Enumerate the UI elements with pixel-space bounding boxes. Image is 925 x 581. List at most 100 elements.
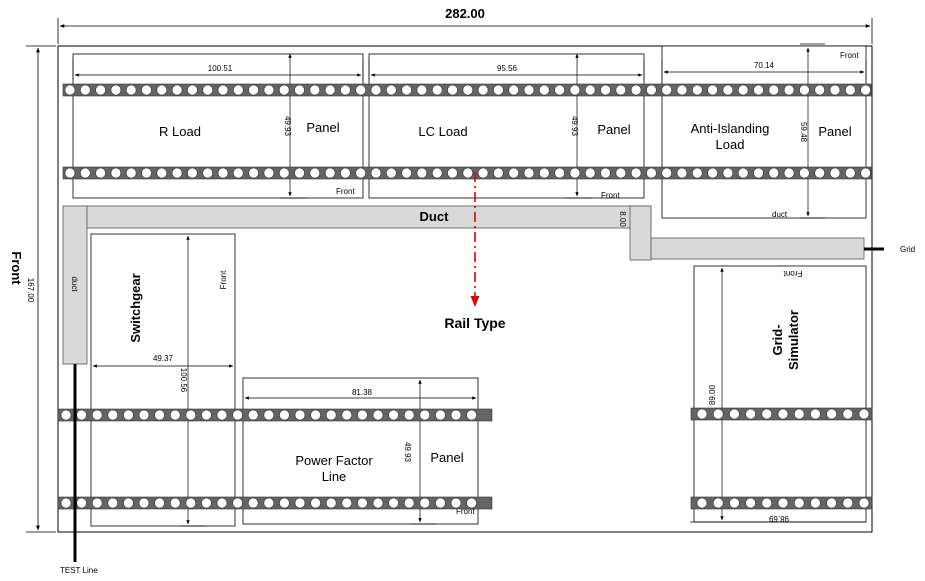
rail-top-2-hole: [860, 167, 871, 179]
rail-top-2-hole: [538, 167, 550, 179]
rail-bottom-left-1-hole: [279, 409, 290, 421]
r-load-height-label: 49.93: [283, 116, 292, 137]
rail-bottom-right-2-hole: [712, 497, 724, 509]
anti-islanding-box: [661, 45, 867, 219]
rail-bar-bottom-left-2: [57, 496, 493, 510]
r-load-panel-label: Panel: [306, 120, 339, 135]
rail-bar-bottom-left-1: [57, 408, 493, 422]
switchgear-width-label: 49.37: [153, 354, 174, 363]
rail-bottom-left-1-hole: [123, 409, 134, 421]
rail-bottom-right-2-hole: [745, 497, 756, 509]
rail-bottom-right-1-hole: [826, 408, 837, 420]
rail-bottom-left-1-hole: [388, 409, 399, 421]
rail-top-1-hole: [309, 84, 321, 96]
rail-bottom-left-2-hole: [107, 497, 119, 509]
rail-bottom-right-2-hole: [858, 497, 870, 509]
rail-bottom-right-1-hole: [729, 408, 740, 420]
rail-bottom-left-2-hole: [60, 497, 72, 509]
rail-top-2-hole: [646, 167, 657, 179]
rail-bottom-left-2-hole: [138, 497, 150, 509]
rail-top-2-hole: [340, 167, 351, 179]
rail-bottom-right-1-hole: [793, 408, 805, 420]
rail-top-2-hole: [401, 167, 412, 179]
rail-top-2-hole: [844, 167, 856, 179]
rail-bottom-left-2-hole: [450, 497, 462, 509]
r-load-name: R Load: [159, 124, 201, 139]
rail-top-2-hole: [355, 167, 367, 179]
rail-bottom-left-2-hole: [403, 497, 415, 509]
rail-top-2-hole: [416, 167, 428, 179]
overall-height-label: 167.00: [26, 278, 35, 303]
rail-top-2-hole: [615, 167, 627, 179]
rail-top-2-hole: [309, 167, 321, 179]
rail-top-1-hole: [233, 84, 244, 96]
duct-elbow: [629, 205, 652, 261]
rail-top-2-hole: [661, 167, 673, 179]
rail-top-1-hole: [248, 84, 259, 96]
rail-bottom-right-1-hole: [777, 408, 789, 420]
rail-bottom-left-2-hole: [154, 497, 165, 509]
rail-bottom-right-2-hole: [761, 497, 773, 509]
overall-width-dimension: 282.00: [57, 6, 873, 44]
rail-top-1-hole: [554, 84, 565, 96]
rail-top-1-hole: [844, 84, 856, 96]
rail-top-2-hole: [814, 167, 826, 179]
rail-bottom-left-1-hole: [76, 409, 87, 421]
rail-top-2-hole: [370, 167, 382, 179]
rail-top-1-hole: [676, 84, 688, 96]
rail-bottom-left-2-hole: [91, 497, 103, 509]
grid-sim-name-line2: Simulator: [786, 310, 801, 370]
switchgear-unit: 49.37 100.56 Switchgear Front: [90, 233, 236, 527]
rail-bottom-left-1-hole: [91, 409, 103, 421]
rail-top-1-hole: [615, 84, 627, 96]
rail-top-1-hole: [462, 84, 474, 96]
rail-top-1-hole: [355, 84, 367, 96]
rail-top-2-hole: [156, 167, 168, 179]
rail-top-1-hole: [416, 84, 428, 96]
lc-load-width-label: 95.56: [497, 64, 518, 73]
rail-top-2-hole: [171, 167, 183, 179]
rail-top-1-hole: [768, 84, 780, 96]
rail-top-1-hole: [156, 84, 168, 96]
rail-top-1-hole: [783, 84, 795, 96]
rail-top-2-hole: [462, 167, 474, 179]
rail-bottom-left-2-hole: [216, 497, 228, 509]
rail-bottom-left-1-hole: [247, 409, 259, 421]
rail-top-2-hole: [187, 167, 198, 179]
front-side-label: Front: [9, 251, 24, 285]
rail-bottom-left-2-hole: [263, 497, 275, 509]
grid-sim-name-line1: Grid-: [770, 324, 785, 355]
rail-bottom-left-1-hole: [201, 409, 212, 421]
grid-sim-box: [693, 265, 867, 523]
grid-sim-front-label: Front: [783, 269, 802, 278]
grid-sim-width-label: 98.69: [768, 514, 789, 523]
rail-top-1-hole: [569, 84, 581, 96]
rail-bottom-left-1-hole: [294, 409, 306, 421]
rail-bottom-left-2-hole: [435, 497, 446, 509]
lc-load-front-label: Front: [601, 191, 620, 200]
rail-bottom-right-2-hole: [810, 497, 821, 509]
r-load-width-label: 100.51: [208, 64, 233, 73]
rail-bottom-left-2-hole: [185, 497, 197, 509]
rail-top-2-hole: [64, 167, 76, 179]
rail-bottom-left-1-hole: [341, 409, 353, 421]
rail-top-2-hole: [600, 167, 611, 179]
rail-bottom-left-1-hole: [372, 409, 384, 421]
rail-top-2-hole: [385, 167, 397, 179]
rail-top-1-hole: [508, 84, 520, 96]
pfl-panel-label: Panel: [430, 450, 463, 465]
rail-top-1-hole: [187, 84, 198, 96]
rail-top-1-hole: [431, 84, 443, 96]
rail-top-1-hole: [829, 84, 841, 96]
rail-bottom-left-2-hole: [279, 497, 290, 509]
grid-sim-height-label: 89.00: [708, 384, 717, 405]
rail-bottom-right-2-hole: [793, 497, 805, 509]
rail-bottom-left-2-hole: [247, 497, 259, 509]
rail-top-2-hole: [691, 167, 703, 179]
anti-islanding-front-label: Front: [840, 51, 859, 60]
rail-top-1-hole: [141, 84, 152, 96]
bottom-rails: [57, 407, 873, 510]
switchgear-box: [90, 233, 236, 527]
rail-bottom-left-1-hole: [419, 409, 431, 421]
rail-top-2-hole: [431, 167, 443, 179]
